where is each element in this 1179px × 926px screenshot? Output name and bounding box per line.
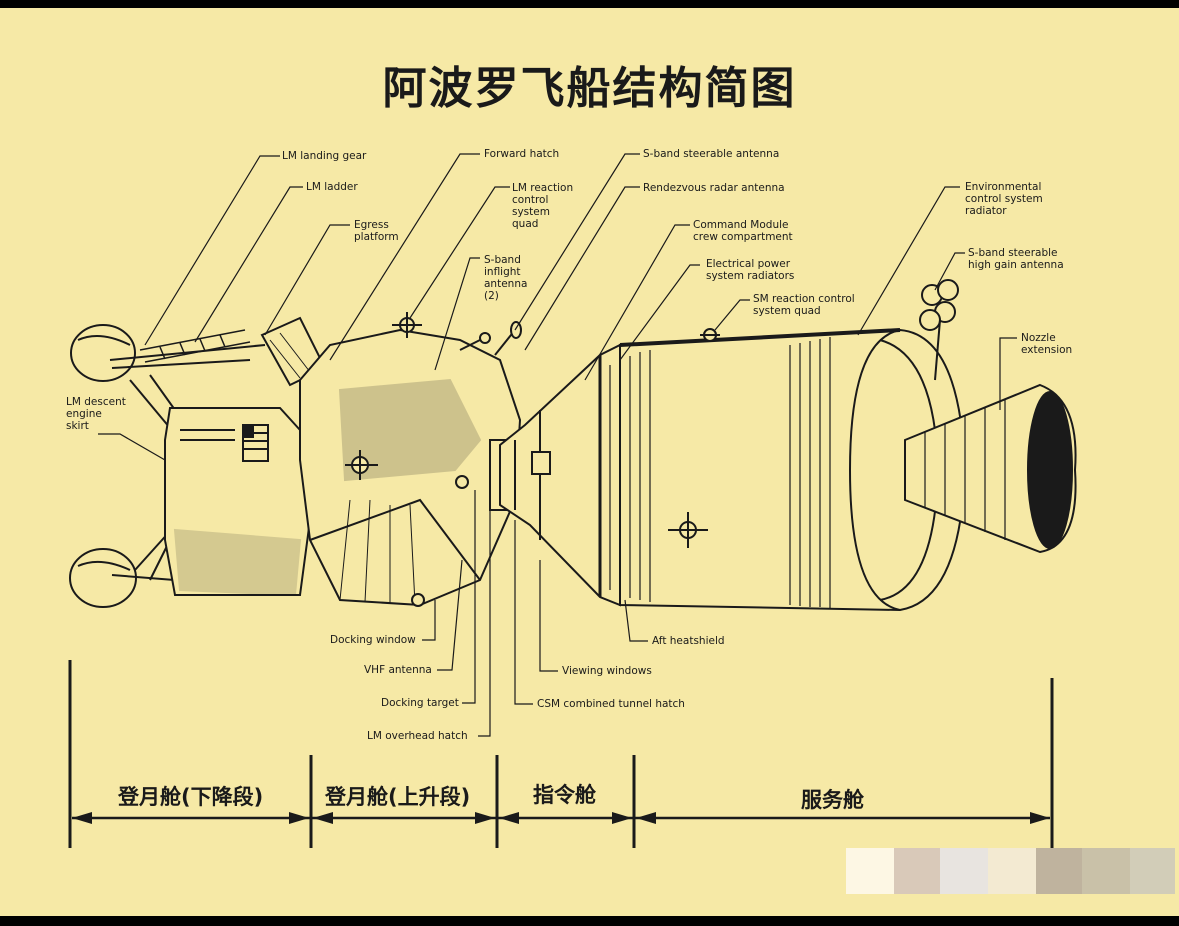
label-rendezvous-radar: Rendezvous radar antenna [643, 182, 785, 194]
leader-lines [98, 153, 1017, 737]
section-lm-descent: 登月舱(下降段) [118, 785, 264, 809]
lunar-module-drawing [69, 312, 522, 608]
label-nozzle-extension: Nozzle extension [1021, 332, 1073, 356]
label-csm-tunnel-hatch: CSM combined tunnel hatch [537, 698, 685, 710]
label-viewing-windows: Viewing windows [562, 665, 652, 677]
label-eps-radiators: Electrical power system radiators [706, 258, 795, 282]
label-s-band-high-gain: S-band steerable high gain antenna [968, 247, 1064, 271]
radiator-slats [609, 337, 831, 608]
dimension-bar [68, 660, 1054, 848]
service-module-drawing [609, 279, 1077, 612]
label-s-band-steerable: S-band steerable antenna [643, 148, 780, 160]
section-command-module: 指令舱 [533, 783, 596, 807]
label-lm-descent-skirt: LM descent engine skirt [66, 396, 126, 432]
label-vhf-antenna: VHF antenna [364, 664, 432, 676]
landing-pad-upper [70, 324, 136, 382]
label-lm-ladder: LM ladder [306, 181, 358, 193]
section-service-module: 服务舱 [801, 788, 864, 812]
diagram-title: 阿波罗飞船结构简图 [382, 63, 797, 114]
command-module-drawing [499, 343, 621, 607]
lm-ladder-drawing [139, 329, 251, 363]
landing-pad-lower [69, 548, 137, 608]
label-egress-platform: Egress platform [354, 219, 399, 243]
docking-target-drawing [455, 475, 469, 489]
section-lm-ascent: 登月舱(上升段) [325, 785, 471, 809]
label-s-band-inflight: S-band inflight antenna (2) [484, 254, 528, 302]
label-lm-landing-gear: LM landing gear [282, 150, 367, 162]
high-gain-antenna-drawing [919, 279, 959, 381]
label-docking-window: Docking window [330, 634, 416, 646]
label-forward-hatch: Forward hatch [484, 148, 560, 160]
label-lm-rcs-quad: LM reaction control system quad [512, 182, 574, 230]
label-cm-crew-compartment: Command Module crew compartment [693, 219, 793, 243]
watermark-blur-strip [846, 848, 1175, 894]
lm-descent-stage-drawing [164, 407, 312, 596]
label-docking-target: Docking target [381, 697, 459, 709]
label-aft-heatshield: Aft heatshield [652, 635, 725, 647]
label-ecs-radiator: Environmental control system radiator [965, 181, 1043, 217]
label-lm-overhead-hatch: LM overhead hatch [367, 730, 468, 742]
label-sm-rcs-quad: SM reaction control system quad [753, 293, 855, 317]
